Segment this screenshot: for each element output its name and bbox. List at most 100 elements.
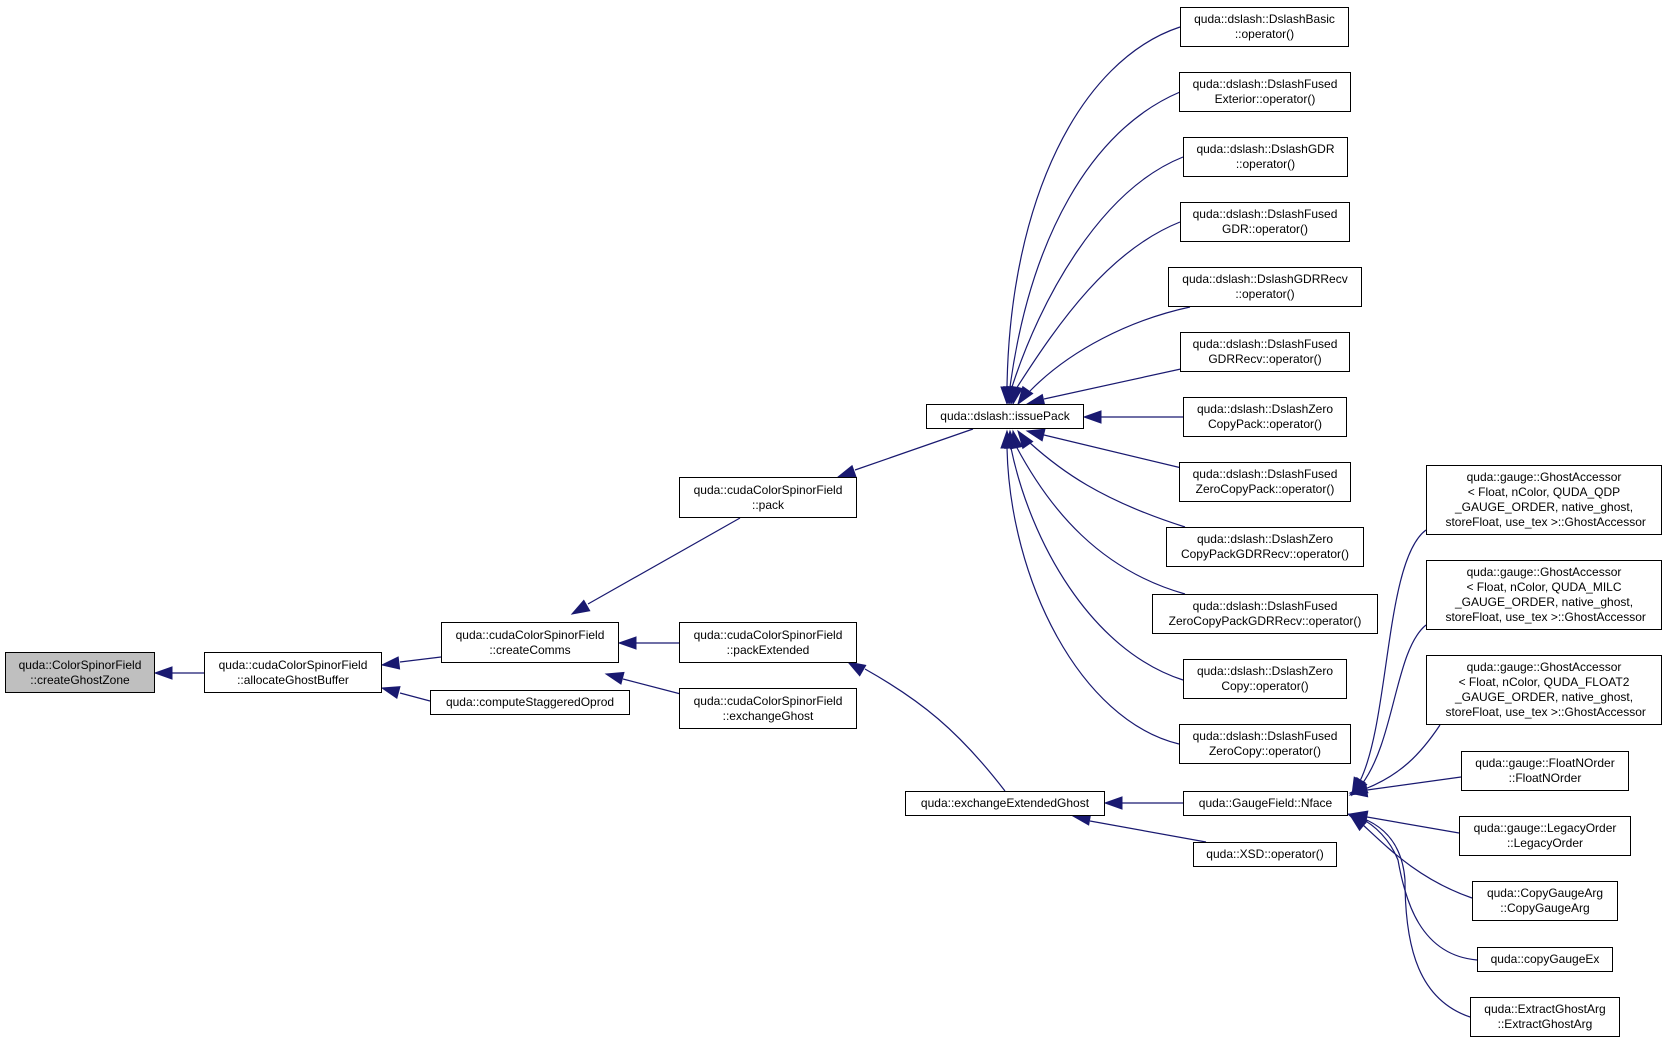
edge-gdrrecv-to-issuepack (1029, 306, 1191, 392)
arrowhead (380, 686, 401, 700)
node-dslash-fused-zero-copy-pack-gdr-recv[interactable]: quda::dslash::DslashFused ZeroCopyPackGD… (1152, 594, 1378, 634)
node-label-line: quda::dslash::DslashZero (1196, 532, 1334, 546)
node-pack-extended[interactable]: quda::cudaColorSpinorField ::packExtende… (679, 622, 857, 663)
node-label-line: ::pack (751, 497, 784, 512)
edge-ghostmilc-to-nface (1361, 624, 1427, 785)
edge-staggered-to-allocate (399, 692, 431, 702)
edge-extractghostarg-to-nface (1361, 817, 1471, 1018)
node-ghost-accessor-qdp[interactable]: quda::gauge::GhostAccessor < Float, nCol… (1426, 465, 1662, 535)
node-label-line: ::ExtractGhostArg (1497, 1017, 1593, 1031)
node-label-line: GDRRecv::operator() (1208, 352, 1322, 366)
edge-createcomms-to-allocate (399, 656, 442, 663)
node-dslash-zero-copy-pack-gdr-recv[interactable]: quda::dslash::DslashZero CopyPackGDRRecv… (1166, 527, 1364, 567)
node-copy-gauge-ex[interactable]: quda::copyGaugeEx (1477, 947, 1613, 972)
node-dslash-basic[interactable]: quda::dslash::DslashBasic ::operator() (1180, 7, 1349, 47)
node-label-line: < Float, nColor, QUDA_MILC (1466, 580, 1622, 594)
arrowhead (1000, 429, 1014, 449)
edge-zerocopy-to-issuepack (1010, 447, 1184, 681)
node-pack[interactable]: quda::cudaColorSpinorField ::pack (679, 477, 857, 518)
node-label-line: GDR::operator() (1221, 222, 1309, 236)
node-label-line: < Float, nColor, QUDA_QDP (1467, 485, 1621, 499)
edge-ghostfloat2-to-nface (1364, 724, 1441, 790)
node-label-line: ::operator() (1234, 27, 1295, 41)
arrowhead (1348, 784, 1369, 798)
node-float-n-order[interactable]: quda::gauge::FloatNOrder ::FloatNOrder (1461, 751, 1629, 791)
arrowhead (846, 661, 867, 677)
node-gauge-field-nface[interactable]: quda::GaugeField::Nface (1183, 791, 1348, 816)
node-legacy-order[interactable]: quda::gauge::LegacyOrder ::LegacyOrder (1459, 816, 1631, 856)
node-copy-gauge-arg[interactable]: quda::CopyGaugeArg ::CopyGaugeArg (1472, 881, 1618, 921)
node-label-line: quda::dslash::issuePack (940, 409, 1070, 423)
node-create-comms[interactable]: quda::cudaColorSpinorField ::createComms (441, 622, 619, 663)
node-ghost-accessor-milc[interactable]: quda::gauge::GhostAccessor < Float, nCol… (1426, 560, 1662, 630)
arrowhead (1009, 385, 1024, 406)
node-label-line: quda::ExtractGhostArg (1484, 1002, 1606, 1016)
node-label-line: ::FloatNOrder (1508, 771, 1582, 785)
node-label-line: quda::XSD::operator() (1206, 847, 1324, 861)
node-label-line: ::packExtended (726, 642, 810, 657)
node-dslash-fused-gdr[interactable]: quda::dslash::DslashFused GDR::operator(… (1180, 202, 1350, 242)
arrowhead (1103, 796, 1123, 810)
node-extract-ghost-arg[interactable]: quda::ExtractGhostArg ::ExtractGhostArg (1470, 997, 1620, 1037)
node-dslash-gdr-recv[interactable]: quda::dslash::DslashGDRRecv ::operator() (1168, 267, 1362, 307)
node-label-line: ZeroCopy::operator() (1208, 744, 1322, 758)
node-create-ghost-zone: quda::ColorSpinorField ::createGhostZone (5, 652, 155, 693)
node-label-line: quda::dslash::DslashFused (1192, 467, 1338, 481)
edge-fusedgdr-to-issuepack (1015, 221, 1181, 390)
arrowhead (1346, 813, 1367, 827)
edge-fusedexterior-to-issuepack (1009, 91, 1181, 388)
edge-ghostqdp-to-nface (1359, 529, 1427, 782)
node-label-line: quda::GaugeField::Nface (1198, 796, 1333, 810)
node-label-line: ZeroCopyPack::operator() (1195, 482, 1335, 496)
node-exchange-extended-ghost[interactable]: quda::exchangeExtendedGhost (905, 791, 1105, 816)
node-label-line: quda::dslash::DslashZero (1196, 402, 1334, 416)
edge-copygaugearg-to-nface (1361, 823, 1473, 899)
node-dslash-fused-zero-copy[interactable]: quda::dslash::DslashFused ZeroCopy::oper… (1179, 724, 1351, 764)
edge-fusedgdrrecv-to-issuepack (1043, 366, 1191, 400)
node-ghost-accessor-float2[interactable]: quda::gauge::GhostAccessor < Float, nCol… (1426, 655, 1662, 725)
node-label-line: CopyPack::operator() (1207, 417, 1323, 431)
arrowhead (570, 599, 591, 615)
node-dslash-fused-zero-copy-pack[interactable]: quda::dslash::DslashFused ZeroCopyPack::… (1179, 462, 1351, 502)
arrowhead (604, 671, 625, 685)
node-label-line: ::LegacyOrder (1506, 836, 1584, 850)
node-dslash-fused-exterior[interactable]: quda::dslash::DslashFused Exterior::oper… (1179, 72, 1351, 112)
node-label-line: ::CopyGaugeArg (1500, 901, 1590, 915)
node-label-line: Copy::operator() (1221, 679, 1309, 693)
node-exchange-ghost[interactable]: quda::cudaColorSpinorField ::exchangeGho… (679, 688, 857, 729)
node-label-line: ::operator() (1235, 287, 1295, 301)
arrowhead (1017, 385, 1034, 406)
edge-zerocopypackgdrrecv-to-issuepack (1029, 442, 1186, 528)
node-label-line: quda::gauge::LegacyOrder (1473, 821, 1617, 835)
arrowhead (1017, 429, 1034, 450)
node-label-line: quda::cudaColorSpinorField (693, 693, 843, 708)
node-issue-pack[interactable]: quda::dslash::issuePack (926, 404, 1084, 429)
node-label-line: quda::dslash::DslashFused (1192, 77, 1338, 91)
node-allocate-ghost-buffer[interactable]: quda::cudaColorSpinorField ::allocateGho… (204, 652, 382, 693)
node-dslash-zero-copy[interactable]: quda::dslash::DslashZero Copy::operator(… (1183, 659, 1347, 699)
arrowhead (1082, 410, 1102, 424)
node-label-line: ::createComms (489, 642, 571, 657)
node-dslash-gdr[interactable]: quda::dslash::DslashGDR ::operator() (1183, 137, 1348, 177)
edge-gdr-to-issuepack (1011, 156, 1184, 388)
node-dslash-fused-gdr-recv[interactable]: quda::dslash::DslashFused GDRRecv::opera… (1180, 332, 1350, 372)
node-label-line: ::createGhostZone (30, 672, 130, 687)
node-label-line: quda::CopyGaugeArg (1486, 886, 1604, 900)
edge-pack-to-createcomms (587, 517, 741, 605)
node-label-line: quda::dslash::DslashZero (1196, 664, 1334, 678)
node-label-line: quda::ColorSpinorField (18, 657, 142, 672)
node-dslash-zero-copy-pack[interactable]: quda::dslash::DslashZero CopyPack::opera… (1183, 397, 1347, 437)
edge-exchangeextended-to-packextended (864, 668, 1006, 792)
node-label-line: CopyPackGDRRecv::operator() (1180, 547, 1350, 561)
edge-floatnorder-to-nface (1366, 776, 1462, 791)
node-xsd-operator[interactable]: quda::XSD::operator() (1193, 842, 1337, 867)
node-label-line: _GAUGE_ORDER, native_ghost, (1454, 690, 1634, 704)
edge-legacyorder-to-nface (1366, 816, 1460, 834)
arrowhead (836, 464, 857, 478)
node-compute-staggered-oprod[interactable]: quda::computeStaggeredOprod (430, 690, 630, 715)
node-label-line: quda::cudaColorSpinorField (218, 657, 368, 672)
node-label-line: _GAUGE_ORDER, native_ghost, (1454, 595, 1634, 609)
node-label-line: quda::dslash::DslashFused (1192, 207, 1338, 221)
